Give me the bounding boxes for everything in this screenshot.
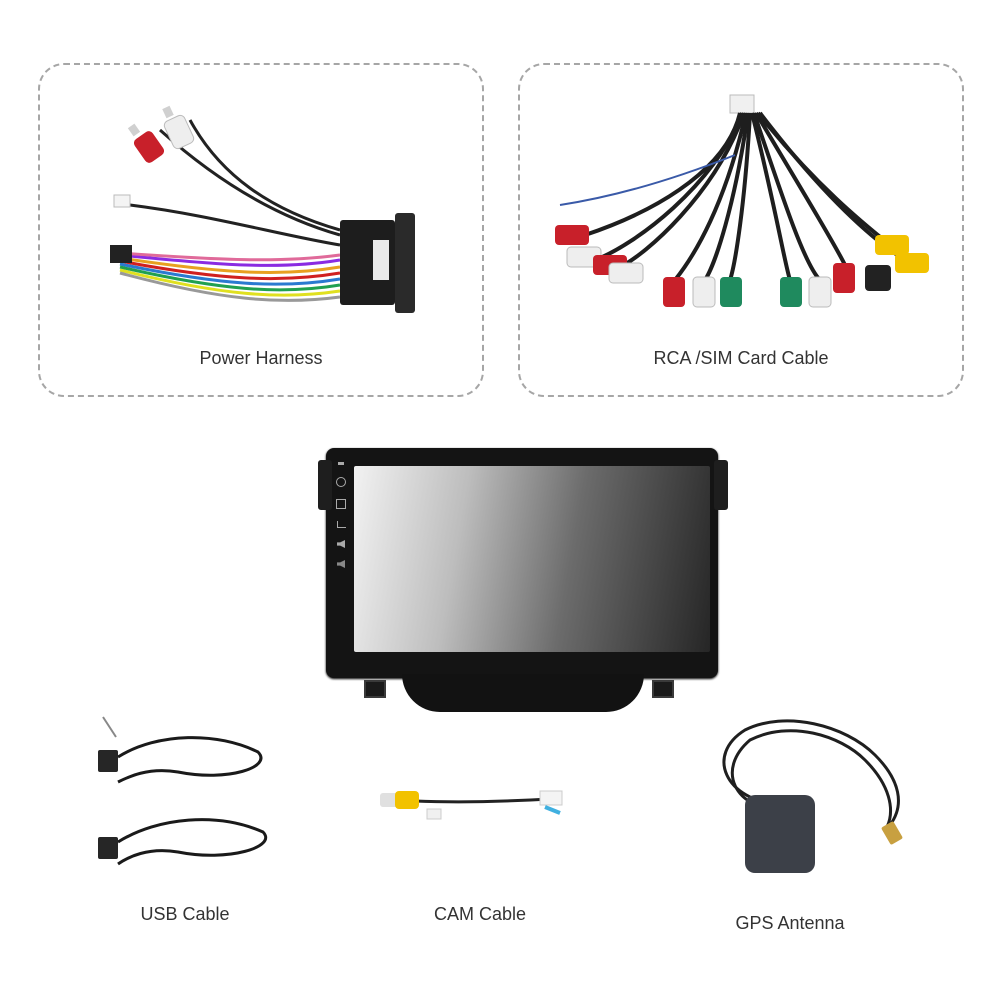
right-tab (652, 680, 674, 698)
rca-red-plug (127, 123, 165, 163)
gps-connector (881, 821, 903, 845)
home-icon[interactable] (336, 499, 346, 509)
mount-base (402, 674, 644, 712)
left-bracket (318, 460, 332, 510)
head-unit (318, 448, 728, 713)
rca-white-plug (162, 105, 195, 150)
usb-connector (98, 837, 118, 859)
usb-cable-label: USB Cable (140, 904, 230, 924)
power-harness-label: Power Harness (199, 348, 323, 368)
usb-connector (98, 750, 118, 772)
screen[interactable] (354, 466, 710, 652)
cam-cable-label: CAM Cable (433, 904, 527, 924)
cam-cable-image (380, 790, 563, 820)
harness-block (340, 213, 415, 313)
back-icon[interactable] (336, 521, 346, 528)
right-bracket (714, 460, 728, 510)
volume-up-icon[interactable] (337, 540, 345, 548)
power-icon[interactable] (336, 477, 346, 487)
gps-antenna-image (722, 719, 903, 873)
power-harness-image (110, 105, 415, 313)
gps-puck (745, 795, 815, 873)
rca-plugs (555, 225, 929, 308)
rca-sim-cable-image (555, 94, 929, 308)
black-connector (110, 245, 132, 263)
rca-sim-label: RCA /SIM Card Cable (653, 348, 829, 368)
mic-icon (338, 462, 344, 465)
volume-down-icon[interactable] (337, 560, 345, 568)
usb-cable-image (98, 716, 267, 866)
gps-antenna-label: GPS Antenna (735, 913, 845, 933)
small-connector (113, 194, 131, 208)
side-button-strip (332, 462, 350, 612)
left-tab (364, 680, 386, 698)
rca-sim-panel (518, 63, 964, 397)
power-harness-panel (38, 63, 484, 397)
